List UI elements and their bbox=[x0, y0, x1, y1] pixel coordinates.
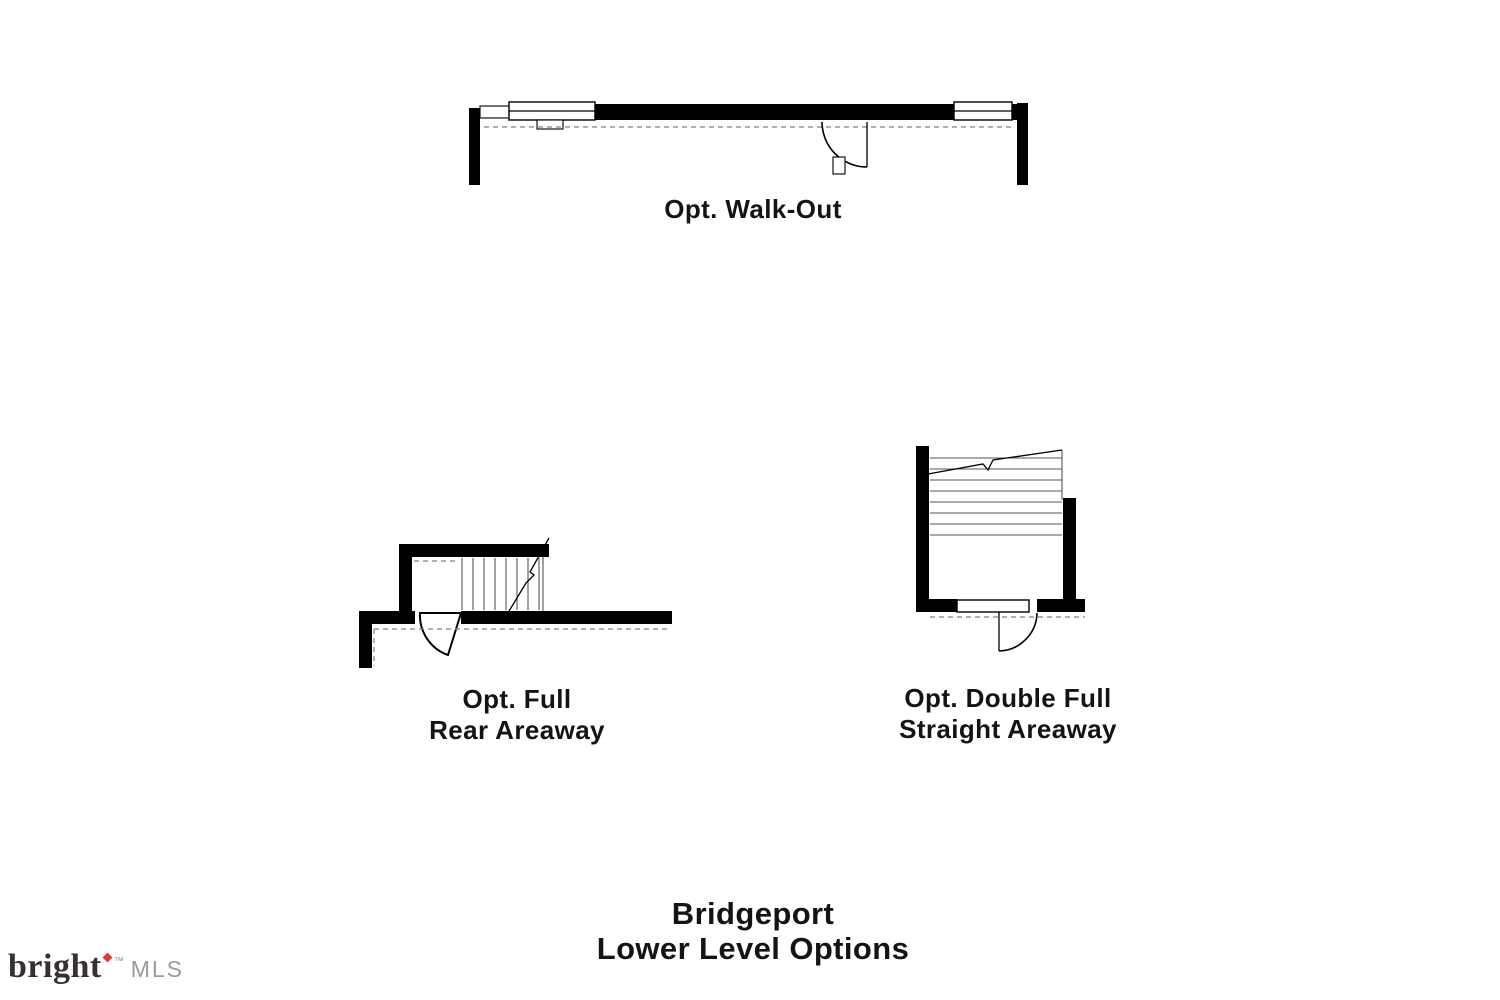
walkout-rear-wall bbox=[591, 104, 1028, 120]
rear-areaway-upper-left-wall bbox=[399, 544, 412, 617]
walkout-wall-connector bbox=[479, 105, 512, 119]
walkout-plan bbox=[469, 101, 1028, 185]
straight-areaway-bottom-wall-right bbox=[1037, 599, 1085, 612]
straight-areaway-door bbox=[956, 599, 1038, 652]
walkout-label: Opt. Walk-Out bbox=[553, 194, 953, 225]
page-title-line2: Lower Level Options bbox=[596, 931, 910, 966]
rear-areaway-break-line bbox=[505, 537, 550, 617]
walkout-window-right bbox=[953, 101, 1013, 121]
straight-areaway-label-line2: Straight Areaway bbox=[899, 714, 1117, 744]
walkout-right-wall bbox=[1017, 103, 1028, 185]
logo-suffix-text: MLS bbox=[130, 956, 184, 982]
rear-areaway-bottom-wall-right bbox=[461, 611, 672, 624]
straight-areaway-stairs bbox=[930, 450, 1063, 536]
logo-brand-text: bright bbox=[8, 948, 102, 985]
rear-areaway-top-wall bbox=[399, 544, 549, 557]
rear-areaway-label: Opt. Full Rear Areaway bbox=[342, 684, 692, 746]
rear-areaway-stairs bbox=[461, 557, 544, 611]
logo-trademark: ™ bbox=[113, 956, 124, 967]
page-title-line1: Bridgeport bbox=[671, 896, 835, 931]
straight-areaway-label-line1: Opt. Double Full bbox=[904, 683, 1112, 713]
rear-areaway-label-line1: Opt. Full bbox=[462, 684, 572, 714]
logo-accent-mark bbox=[102, 952, 113, 963]
walkout-label-text: Opt. Walk-Out bbox=[664, 194, 842, 224]
walkout-left-wall bbox=[469, 108, 480, 185]
straight-areaway-label: Opt. Double Full Straight Areaway bbox=[828, 683, 1188, 745]
walkout-window-left bbox=[508, 101, 596, 130]
straight-areaway-plan bbox=[916, 446, 1085, 652]
rear-areaway-plan bbox=[359, 537, 672, 668]
rear-areaway-bottom-wall-left bbox=[359, 611, 415, 624]
rear-areaway-lower-left-wall bbox=[359, 611, 372, 668]
straight-areaway-bottom-wall-left bbox=[916, 599, 957, 612]
rear-areaway-label-line2: Rear Areaway bbox=[429, 715, 605, 745]
straight-areaway-break-line bbox=[927, 449, 1063, 475]
straight-areaway-right-wall bbox=[1063, 498, 1076, 612]
brightmls-logo: bright ™ MLS bbox=[8, 948, 184, 986]
walkout-door-swing bbox=[821, 121, 868, 175]
rear-areaway-door-swing bbox=[418, 612, 463, 657]
straight-areaway-left-wall bbox=[916, 446, 929, 612]
page-title: Bridgeport Lower Level Options bbox=[453, 896, 1053, 966]
